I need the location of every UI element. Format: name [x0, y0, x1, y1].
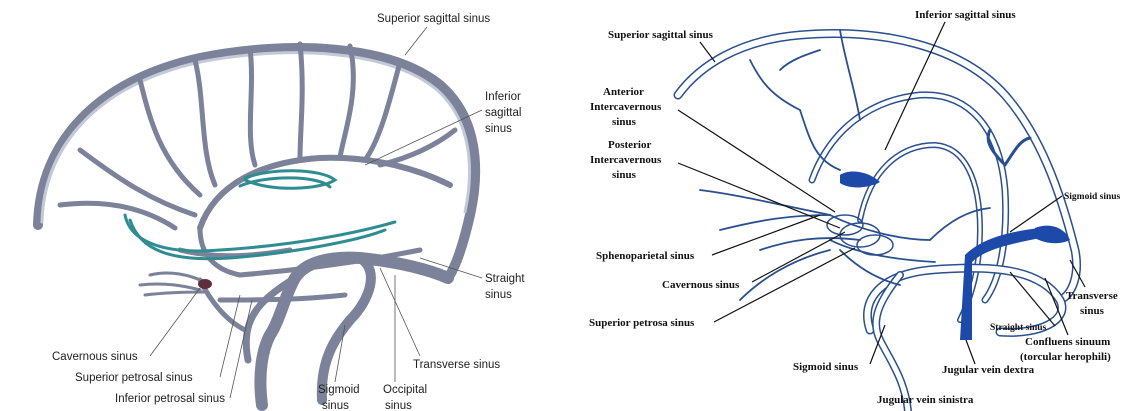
label-sphenoparietal: Sphenoparietal sinus	[596, 250, 695, 262]
label-anterior-intercavernous-3: sinus	[612, 116, 637, 128]
label-sigmoid-upper-right: Sigmoid sinus	[1064, 192, 1121, 202]
label-straight-right: Straight sinus	[990, 323, 1047, 333]
label-cavernous-right: Cavernous sinus	[662, 279, 740, 291]
label-inferior-sagittal-left-2: sagittal	[485, 107, 521, 119]
label-straight-left: Straight	[485, 273, 525, 285]
label-superior-petrosa: Superior petrosa sinus	[589, 317, 695, 329]
label-cavernous-left: Cavernous sinus	[52, 351, 138, 363]
label-straight-left-2: sinus	[485, 289, 512, 301]
label-sigmoid-left: Sigmoid	[318, 384, 360, 396]
label-superior-sagittal-right: Superior sagittal sinus	[608, 29, 714, 41]
left-labels: Superior sagittal sinus Inferior sagitta…	[52, 13, 525, 411]
label-jugular-dextra: Jugular vein dextra	[942, 364, 1035, 376]
label-jugular-sinistra: Jugular vein sinistra	[877, 394, 974, 406]
label-anterior-intercavernous: Anterior	[603, 86, 644, 98]
label-posterior-intercavernous: Posterior	[608, 139, 651, 151]
label-occipital-left-2: sinus	[385, 400, 412, 411]
label-superior-sagittal-left: Superior sagittal sinus	[377, 13, 490, 25]
label-occipital-left: Occipital	[383, 384, 427, 396]
label-confluens: Confluens sinuum	[1025, 336, 1110, 348]
label-superior-petrosal-left: Superior petrosal sinus	[75, 372, 193, 384]
label-posterior-intercavernous-2: Intercavernous	[590, 154, 662, 166]
label-posterior-intercavernous-3: sinus	[612, 169, 637, 181]
label-inferior-sagittal-left: Inferior	[485, 91, 521, 103]
left-inferior-sagittal-vessel	[200, 158, 450, 228]
label-transverse-left: Transverse sinus	[413, 359, 500, 371]
right-illustration	[678, 30, 1077, 411]
right-superior-sagittal-vessel	[678, 33, 1077, 300]
label-sigmoid-lower-right: Sigmoid sinus	[793, 361, 859, 373]
right-labels: Inferior sagittal sinus Superior sagitta…	[589, 9, 1121, 406]
label-inferior-petrosal-left: Inferior petrosal sinus	[115, 393, 225, 405]
label-inferior-sagittal-right: Inferior sagittal sinus	[915, 9, 1016, 21]
label-transverse-right-2: sinus	[1080, 305, 1105, 317]
label-transverse-right: Transverse	[1066, 290, 1118, 302]
label-sigmoid-left-2: sinus	[322, 400, 349, 411]
label-confluens-2: (torcular herophili)	[1020, 351, 1111, 363]
label-inferior-sagittal-left-3: sinus	[485, 123, 512, 135]
label-anterior-intercavernous-2: Intercavernous	[590, 101, 662, 113]
